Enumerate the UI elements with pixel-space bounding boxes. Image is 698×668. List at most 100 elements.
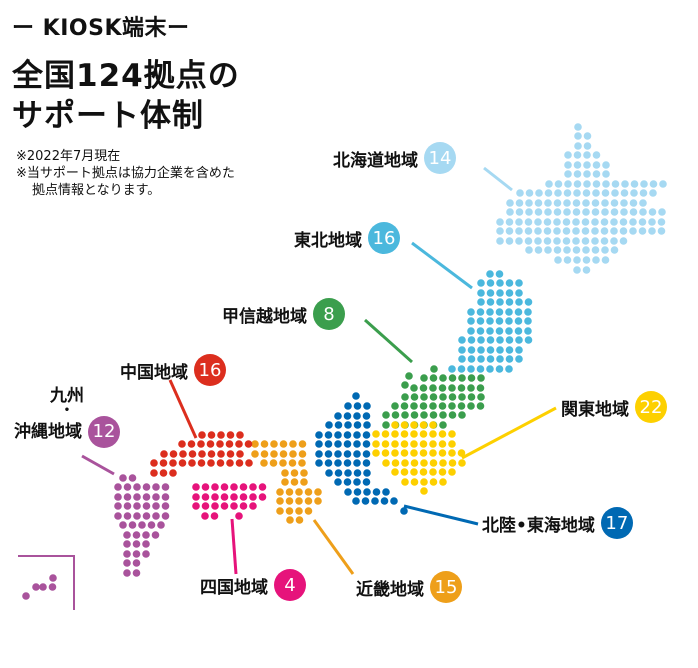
dot-hokkaido xyxy=(639,208,647,216)
dot-kanto xyxy=(438,440,447,448)
region-label-koshinetsu: 甲信越地域 8 xyxy=(222,298,345,330)
dot-hokuriku-tokai xyxy=(390,497,398,505)
region-label-kinki: 近畿地域 15 xyxy=(356,571,462,603)
dot-kyushu xyxy=(123,493,132,501)
dot-chugoku xyxy=(198,450,206,458)
dot-tohoku xyxy=(495,365,504,373)
dot-kanto xyxy=(448,468,456,476)
dot-hokkaido xyxy=(524,237,533,245)
dot-hokkaido xyxy=(572,237,580,245)
dot-hokkaido xyxy=(563,189,572,197)
dot-chugoku xyxy=(217,450,225,458)
dot-shikoku xyxy=(230,502,238,510)
dot-tohoku xyxy=(524,327,532,335)
dot-koshinetsu xyxy=(467,384,475,392)
dot-tohoku xyxy=(476,365,485,373)
dot-hokkaido xyxy=(524,218,533,226)
dot-koshinetsu xyxy=(401,411,409,419)
dot-hokuriku-tokai xyxy=(343,440,352,448)
dot-kyushu xyxy=(152,512,160,520)
region-name-top: 九州 xyxy=(50,386,84,406)
dot-kyushu xyxy=(138,521,146,529)
dot-kanto xyxy=(429,440,437,448)
dot-tohoku xyxy=(486,289,495,297)
dot-chugoku xyxy=(169,469,177,477)
dot-hokuriku-tokai xyxy=(344,488,352,496)
dot-hokkaido xyxy=(563,246,571,254)
dot-tohoku xyxy=(514,317,523,325)
dot-hokkaido xyxy=(610,199,619,207)
dot-koshinetsu xyxy=(401,381,409,389)
dot-kyushu xyxy=(114,493,122,501)
dot-chugoku xyxy=(179,450,187,458)
dot-hokuriku-tokai xyxy=(334,440,342,448)
dot-chugoku xyxy=(235,440,243,448)
dot-tohoku xyxy=(524,308,532,316)
dot-kanto xyxy=(410,459,419,467)
dot-hokkaido xyxy=(543,237,552,245)
dot-hokkaido xyxy=(553,237,561,245)
dot-kanto xyxy=(400,440,409,448)
dot-hokkaido xyxy=(574,142,582,150)
dot-koshinetsu xyxy=(448,374,457,382)
dot-chugoku xyxy=(178,459,187,467)
dot-hokuriku-tokai xyxy=(343,450,352,458)
dot-hokkaido xyxy=(496,227,504,235)
dot-hokkaido xyxy=(563,199,571,207)
dot-chugoku xyxy=(197,459,206,467)
dot-tohoku xyxy=(486,346,495,354)
dot-chugoku xyxy=(159,459,168,467)
dot-hokkaido xyxy=(574,132,582,140)
dot-okinawa xyxy=(49,574,57,582)
dot-koshinetsu xyxy=(420,393,428,401)
dot-chugoku xyxy=(150,469,158,477)
dot-hokkaido xyxy=(583,170,591,178)
dot-hokkaido xyxy=(581,227,590,235)
dot-kinki xyxy=(260,440,269,448)
dot-kyushu xyxy=(114,512,122,520)
dot-kanto xyxy=(420,487,428,495)
dot-hokkaido xyxy=(649,180,658,188)
dot-hokkaido xyxy=(619,218,628,226)
dot-koshinetsu xyxy=(476,402,485,410)
dot-koshinetsu xyxy=(458,411,466,419)
dot-kanto xyxy=(448,430,456,438)
dot-kyushu xyxy=(161,493,170,501)
dot-kanto xyxy=(410,430,418,438)
dot-kinki xyxy=(281,478,289,486)
dot-tohoku xyxy=(505,289,514,297)
dot-hokuriku-tokai xyxy=(362,450,371,458)
count-badge: 17 xyxy=(600,507,633,539)
dot-koshinetsu xyxy=(429,411,438,419)
dot-tohoku xyxy=(486,336,495,344)
dot-koshinetsu xyxy=(477,393,485,401)
dot-tohoku xyxy=(495,327,504,335)
dot-kinki xyxy=(281,469,289,477)
dot-shikoku xyxy=(239,483,248,491)
dot-tohoku xyxy=(467,308,475,316)
dot-hokuriku-tokai xyxy=(353,469,362,477)
dot-koshinetsu xyxy=(439,411,447,419)
dot-hokuriku-tokai xyxy=(344,402,352,410)
dot-hokuriku-tokai xyxy=(353,459,361,467)
dot-kinki xyxy=(298,440,307,448)
dot-kinki xyxy=(304,497,313,505)
dot-tohoku xyxy=(476,308,485,316)
dot-hokuriku-tokai xyxy=(344,469,352,477)
dot-tohoku xyxy=(505,317,513,325)
leader-koshinetsu xyxy=(364,318,413,364)
dot-kyushu xyxy=(142,483,151,491)
region-label-kyushu: 九州 • 沖縄地域 12 xyxy=(14,386,120,448)
region-name: 北海道地域 xyxy=(333,150,418,171)
dot-kyushu xyxy=(161,512,170,520)
dot-hokkaido xyxy=(554,189,562,197)
dot-hokkaido xyxy=(601,246,609,254)
dot-hokkaido xyxy=(600,237,609,245)
dot-kanto xyxy=(381,440,390,448)
dot-hokkaido xyxy=(591,199,600,207)
dot-hokkaido xyxy=(591,237,599,245)
dot-hokkaido xyxy=(620,199,628,207)
dot-hokuriku-tokai xyxy=(353,488,362,496)
dot-hokkaido xyxy=(506,199,514,207)
dot-chugoku xyxy=(150,459,158,467)
